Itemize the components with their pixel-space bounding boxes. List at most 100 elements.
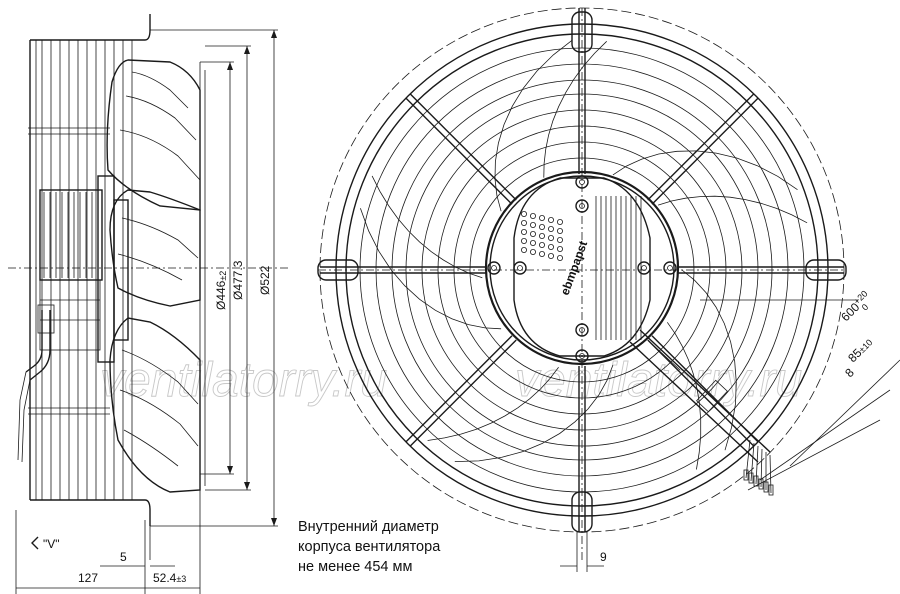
guard-spoke (647, 339, 755, 447)
dim-arrow (271, 518, 277, 526)
blade-edge (454, 364, 614, 462)
blade-edge (371, 175, 483, 279)
guard-spoke (409, 93, 517, 201)
wire-ferrule (743, 469, 749, 481)
side-guard-grille (28, 14, 151, 526)
dim-4773-label: Ø477.3 (231, 260, 245, 300)
bolt-center (579, 353, 585, 359)
bolt (487, 261, 501, 275)
blade-edge (360, 208, 502, 330)
side-dimensions: Ø446±2 Ø477.3 Ø522 5 127 52.4±3 "V" (15, 29, 278, 594)
bolt (575, 199, 589, 213)
guard-spoke (651, 97, 759, 205)
guard-ring (469, 157, 695, 383)
dim-arrow (227, 62, 233, 70)
dim-522-label: Ø522 (258, 265, 272, 295)
dim-127-label: 127 (78, 571, 98, 585)
note-line-2: корпуса вентилятора (298, 539, 441, 555)
bolt-center (667, 265, 673, 271)
cable-wire (745, 439, 751, 479)
front-guard-rings (335, 23, 829, 517)
guard-spoke (405, 335, 513, 443)
guard-ring (405, 93, 759, 447)
terminal-pin (521, 219, 528, 226)
terminal-pin (539, 223, 546, 230)
bolt (575, 349, 589, 363)
blade-edge (681, 269, 737, 451)
dim-446-label: Ø446±2 (214, 271, 228, 310)
terminal-pin (557, 245, 564, 252)
guard-ring (391, 79, 773, 461)
note-line-3: не менее 454 мм (298, 559, 413, 575)
guard-ring (421, 109, 743, 431)
dim-524-label: 52.4±3 (153, 571, 186, 585)
front-bolts (487, 175, 677, 363)
wire-ferrule (748, 472, 754, 484)
dim-arrow (244, 482, 250, 490)
terminal-pin (557, 227, 564, 234)
cable-wire (769, 454, 772, 494)
dim-5-label: 5 (120, 550, 127, 564)
bolt-center (579, 179, 585, 185)
bolt (663, 261, 677, 275)
terminal-pin (557, 254, 564, 261)
watermark-text-left: ventilatorry.ru (100, 354, 387, 407)
dim-arrow (244, 46, 250, 54)
bolt-center (579, 327, 585, 333)
terminal-pin (548, 216, 555, 223)
terminal-pin (521, 246, 528, 253)
terminal-pin (530, 239, 537, 246)
guard-ring (345, 33, 819, 507)
guard-ring (335, 23, 829, 517)
side-blades (106, 59, 206, 494)
view-v-arrow (31, 536, 39, 550)
front-mount-feet (317, 11, 847, 533)
front-view: ebmpapst 600+200 85±10 8 9 (317, 7, 900, 572)
terminal-pin (548, 225, 555, 232)
bolt-center (641, 265, 647, 271)
bolt (575, 323, 589, 337)
terminal-pin (521, 210, 528, 217)
wire-ferrule (763, 481, 769, 493)
wire-ferrule (768, 484, 774, 496)
blade-edge (612, 150, 798, 191)
terminal-pin (521, 228, 528, 235)
blade-edge (657, 195, 808, 224)
terminal-pin (557, 218, 564, 225)
terminal-pin (521, 237, 528, 244)
terminal-pin (530, 212, 537, 219)
terminal-pin (530, 221, 537, 228)
side-view: Ø446±2 Ø477.3 Ø522 5 127 52.4±3 "V" (8, 14, 290, 594)
front-guard-spokes (320, 8, 844, 532)
dim-9-label: 9 (600, 550, 607, 564)
guard-ring (453, 141, 711, 399)
terminal-pin (557, 236, 564, 243)
front-cable (629, 329, 774, 496)
dim-arrow (227, 466, 233, 474)
guard-spoke (405, 97, 513, 205)
dim-85-label: 85±10 (845, 335, 875, 365)
bolt (637, 261, 651, 275)
side-cable (17, 304, 55, 463)
terminal-pin (539, 232, 546, 239)
dim-arrow (271, 30, 277, 38)
blade-edge (494, 39, 573, 212)
terminal-pin (548, 243, 555, 250)
terminal-pin (530, 248, 537, 255)
terminal-pin (548, 252, 555, 259)
terminal-pin (548, 234, 555, 241)
inner-diameter-note: Внутренний диаметр корпуса вентилятора н… (298, 517, 440, 577)
note-line-1: Внутренний диаметр (298, 519, 439, 535)
blade-edge (543, 41, 607, 178)
front-dim-9: 9 (560, 532, 607, 572)
terminal-pin (539, 250, 546, 257)
bolt (513, 261, 527, 275)
terminal-pin (539, 214, 546, 221)
terminal-pin (530, 230, 537, 237)
view-v-label: "V" (43, 537, 60, 551)
guard-ring (437, 125, 727, 415)
bolt (575, 175, 589, 189)
bolt-center (579, 203, 585, 209)
cable-wire (755, 445, 759, 485)
